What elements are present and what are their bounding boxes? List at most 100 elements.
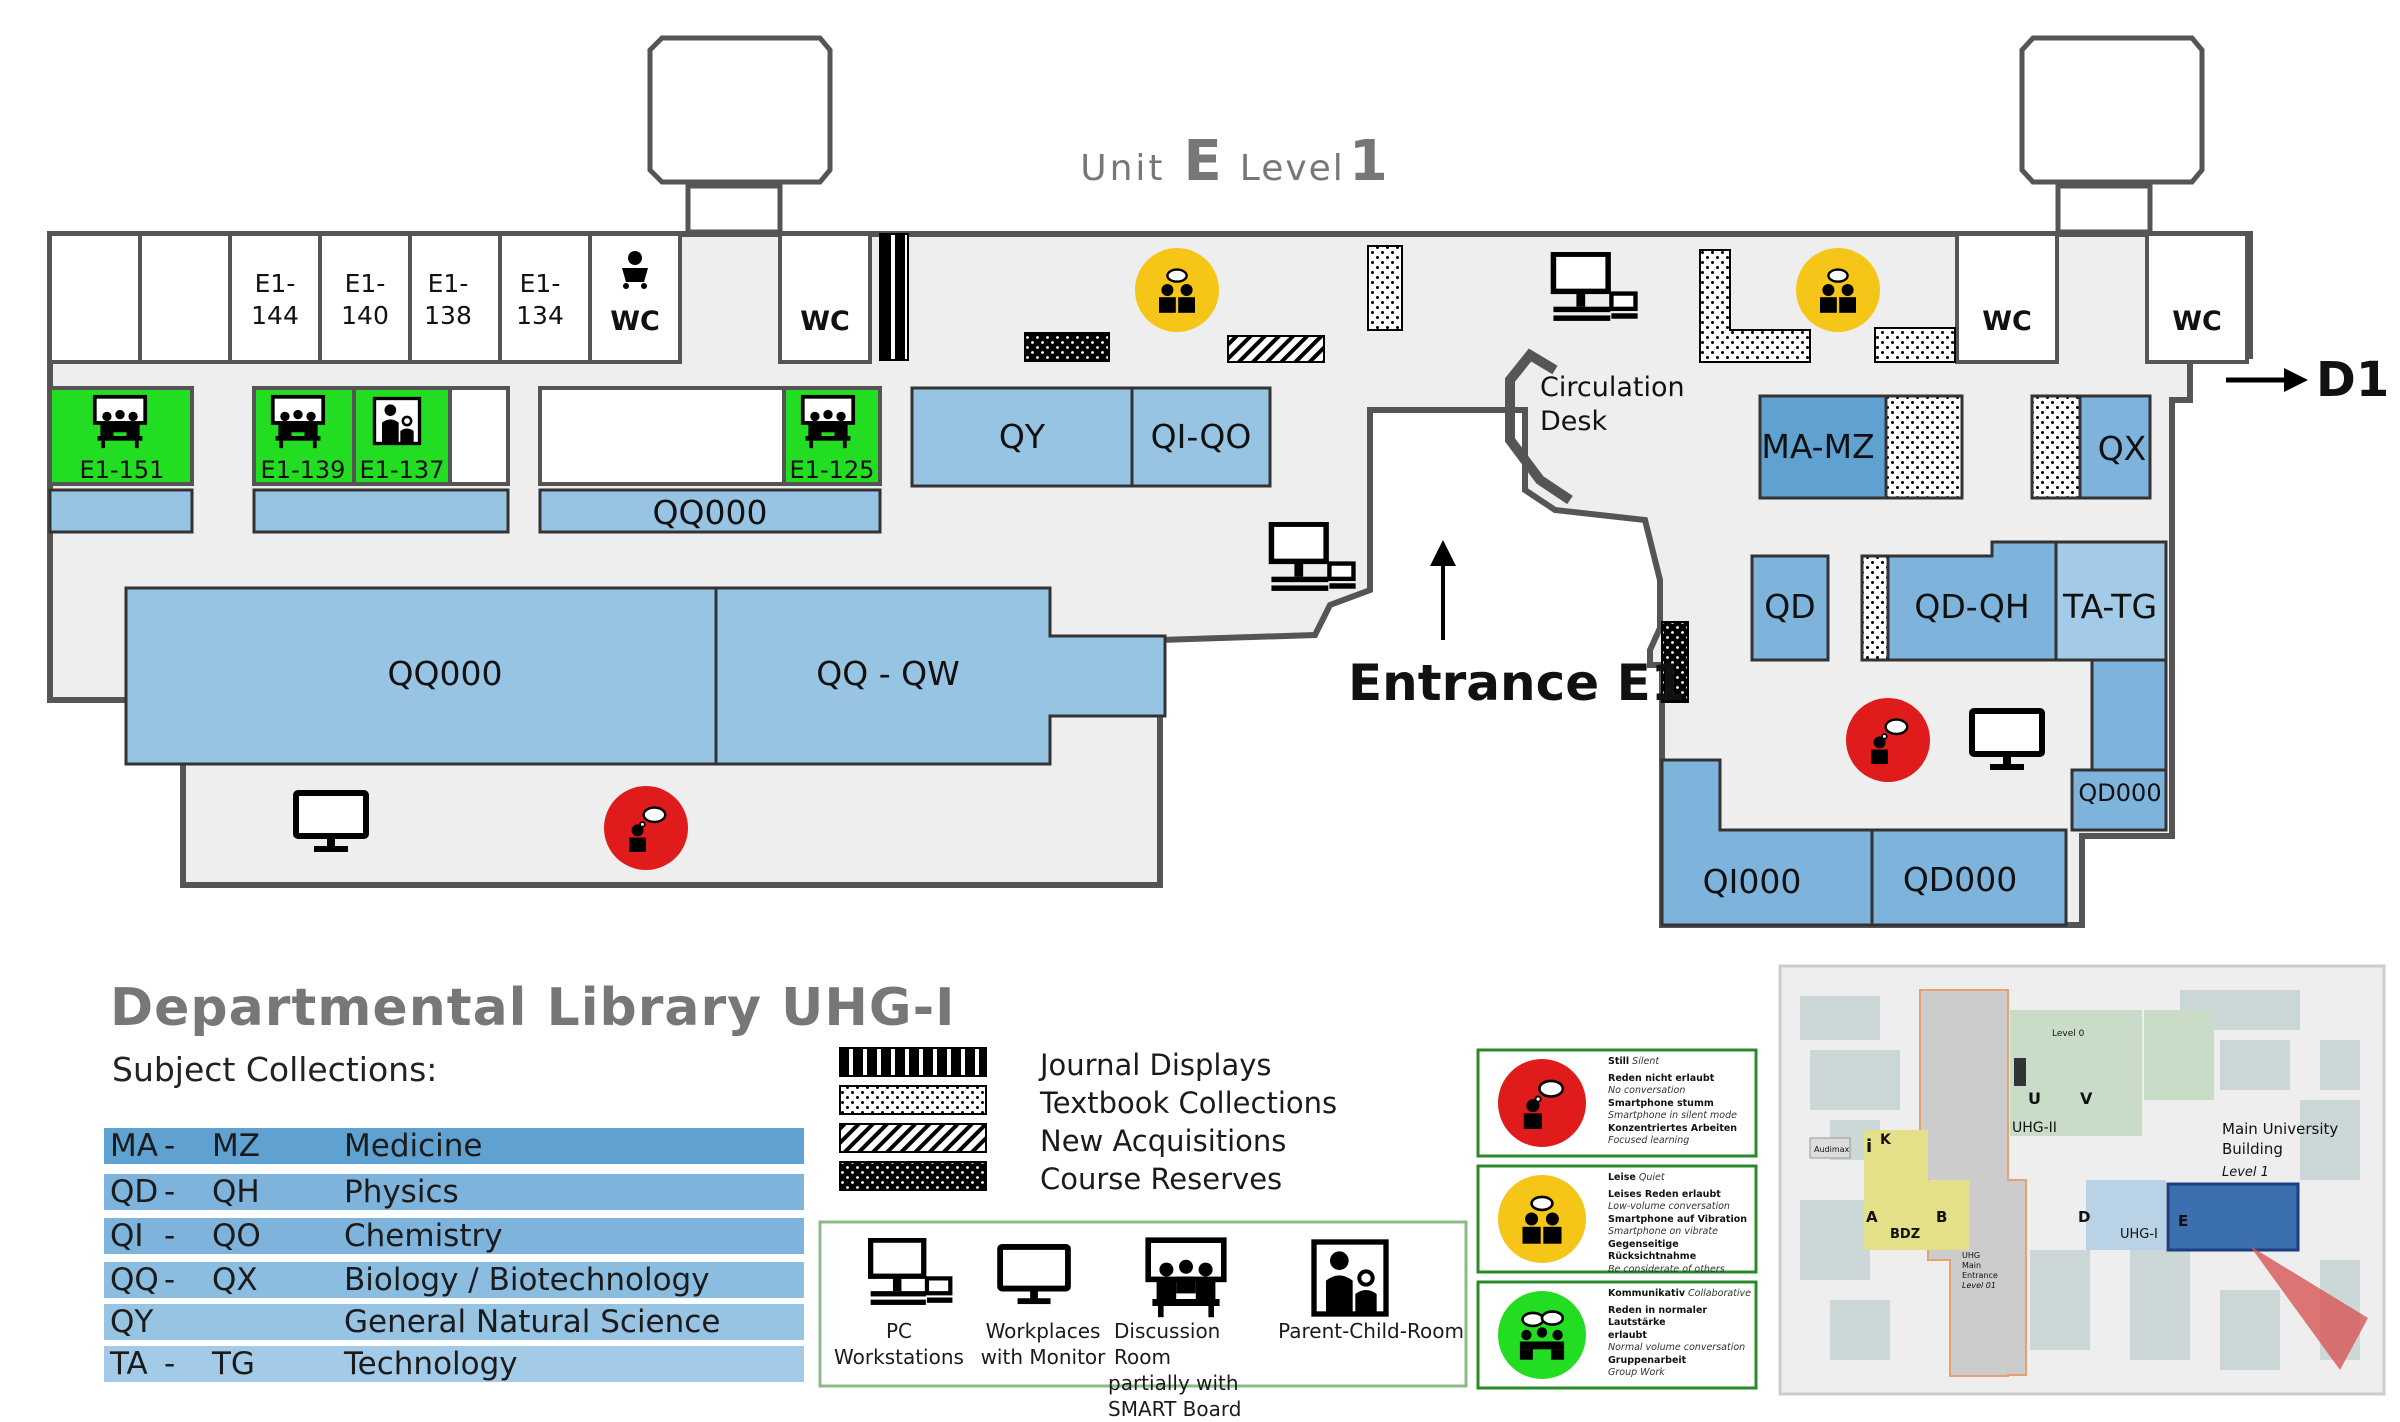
textbook-shelf-center xyxy=(1367,245,1403,331)
room-e1-140-label: E1-140 xyxy=(341,269,389,330)
shelves-left xyxy=(48,488,1167,766)
subject-to: QO xyxy=(212,1218,261,1254)
shelf-qq000-main: QQ000 xyxy=(388,654,503,693)
room-e1-125-label: E1-125 xyxy=(790,456,875,484)
subject-dash: - xyxy=(164,1346,176,1382)
entrance-arrow xyxy=(1430,540,1456,640)
subject-dash: - xyxy=(164,1218,176,1254)
shelf-qd-qh: QD-QH xyxy=(1914,587,2029,626)
wc-label-4: WC xyxy=(2172,306,2222,337)
wc-label-2: WC xyxy=(800,306,850,337)
entrance-label: Entrance E1 xyxy=(1348,654,1686,712)
subject-dash: - xyxy=(164,1174,176,1210)
shelves-right xyxy=(1660,394,2168,927)
subject-to: TG xyxy=(212,1346,255,1382)
textbook-shelf-l xyxy=(1699,249,1811,363)
subject-from: MA xyxy=(110,1128,158,1164)
exit-arrow-d1 xyxy=(2226,368,2308,392)
room-e1-138-label: E1-138 xyxy=(424,269,472,330)
discussion-room-icon-e1-151 xyxy=(92,394,148,450)
shelf-qi-qo: QI-QO xyxy=(1151,417,1252,456)
discussion-room-icon-e1-139 xyxy=(270,394,326,450)
room-e1-151-label: E1-151 xyxy=(80,456,165,484)
quiet-zone-marker xyxy=(1796,248,1880,332)
subject-row: QI-QO Chemistry xyxy=(104,1218,804,1254)
textbook-shelf-right xyxy=(1874,327,1956,363)
wc-label-1: WC xyxy=(610,306,660,337)
room-e1-134-label: E1-134 xyxy=(516,269,564,330)
svg-text:UHG-II: UHG-II xyxy=(2012,1120,2057,1136)
svg-text:UHG-I: UHG-I xyxy=(2120,1227,2158,1242)
svg-text:BDZ: BDZ xyxy=(1890,1227,1920,1242)
pc-workstations-caption: PC Workstations xyxy=(834,1319,964,1369)
svg-text:D: D xyxy=(2078,1208,2090,1226)
subject-name: Biology / Biotechnology xyxy=(344,1262,710,1298)
svg-text:Level 1: Level 1 xyxy=(2222,1165,2269,1180)
subject-name: Chemistry xyxy=(344,1218,503,1254)
zone-legend xyxy=(1476,1048,1758,1390)
room-e1-137-label: E1-137 xyxy=(360,456,445,484)
subject-from: TA xyxy=(110,1346,148,1382)
subject-dash: - xyxy=(164,1128,176,1164)
parent-child-icon-e1-137 xyxy=(372,396,422,446)
shelf-qd000: QD000 xyxy=(1903,860,2017,899)
journal-display-right xyxy=(1661,621,1689,703)
subject-row: TA-TG Technology xyxy=(104,1346,804,1382)
discussion-room-icon-e1-125 xyxy=(800,394,856,450)
shelf-qy: QY xyxy=(999,417,1046,456)
svg-text:Level 0: Level 0 xyxy=(2052,1029,2085,1039)
subject-from: QY xyxy=(110,1304,154,1340)
subject-name: Medicine xyxy=(344,1128,483,1164)
subject-dash: - xyxy=(164,1262,176,1298)
journal-display-top xyxy=(879,233,909,361)
stair-tower-left xyxy=(647,35,833,235)
course-reserves-shelf xyxy=(1024,332,1110,362)
subject-name: Technology xyxy=(344,1346,518,1382)
campus-overview-labels: Level 0 U V UHG-II Audimax i K A B BDZ D… xyxy=(1814,1029,2338,1290)
svg-text:Audimax: Audimax xyxy=(1814,1145,1850,1154)
subject-from: QQ xyxy=(110,1262,159,1298)
room-e1-144-label: E1-144 xyxy=(251,269,299,330)
subject-to: MZ xyxy=(212,1128,260,1164)
new-acquisitions-shelf xyxy=(1227,335,1325,363)
svg-text:i: i xyxy=(1866,1136,1872,1157)
silent-zone-marker xyxy=(1846,698,1930,782)
wc-label-3: WC xyxy=(1982,306,2032,337)
course-reserves-label: Course Reserves xyxy=(1040,1162,1283,1196)
legend-title: Departmental Library UHG-I xyxy=(110,978,956,1038)
shelf-ma-mz: MA-MZ xyxy=(1761,427,1874,466)
legend-subtitle: Subject Collections: xyxy=(112,1050,438,1089)
svg-text:B: B xyxy=(1936,1208,1947,1226)
svg-text:V: V xyxy=(2080,1089,2093,1108)
svg-text:E: E xyxy=(2178,1212,2188,1230)
subject-from: QI xyxy=(110,1218,144,1254)
journal-displays-label: Journal Displays xyxy=(1040,1048,1272,1082)
subject-from: QD xyxy=(110,1174,159,1210)
exit-d1-label: D1 xyxy=(2316,352,2389,408)
subject-to: QX xyxy=(212,1262,258,1298)
campus-overview-map xyxy=(1778,964,2386,1396)
silent-zone-marker xyxy=(604,786,688,870)
shelf-qq000-top: QQ000 xyxy=(653,493,768,532)
shelf-qx: QX xyxy=(2098,429,2147,468)
subject-row: QQ-QX Biology / Biotechnology xyxy=(104,1262,804,1298)
baby-icon xyxy=(622,251,648,289)
subject-name: Physics xyxy=(344,1174,459,1210)
new-acquisitions-label: New Acquisitions xyxy=(1040,1124,1287,1158)
group-rooms xyxy=(48,386,882,486)
shelf-ta-tg: TA-TG xyxy=(2062,587,2157,626)
svg-text:U: U xyxy=(2028,1089,2041,1108)
subject-name: General Natural Science xyxy=(344,1304,721,1340)
subject-row: MA-MZ Medicine xyxy=(104,1128,804,1164)
textbook-collections-label: Textbook Collections xyxy=(1040,1086,1338,1120)
shelf-qd: QD xyxy=(1764,587,1815,626)
